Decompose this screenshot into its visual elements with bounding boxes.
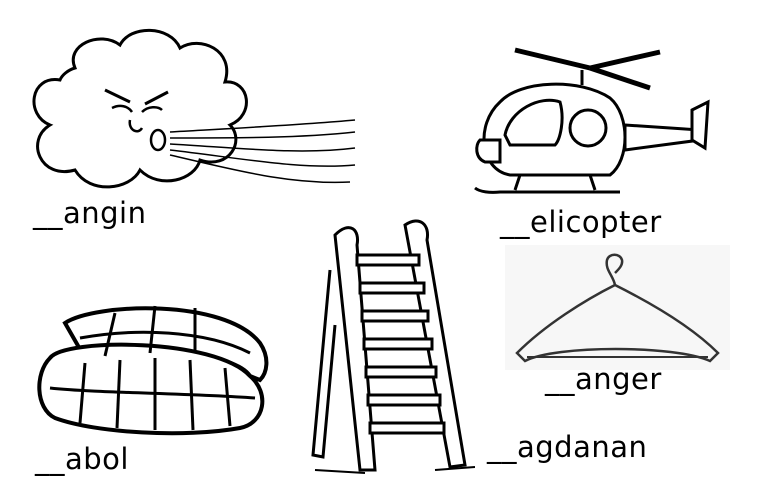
word-blanket: __abol bbox=[35, 442, 129, 476]
hanger-picture bbox=[505, 245, 730, 370]
ladder-picture bbox=[305, 215, 475, 475]
helicopter-picture bbox=[460, 40, 720, 205]
word-helicopter: __elicopter bbox=[500, 205, 662, 239]
word-wind: __angin bbox=[33, 196, 147, 230]
word-hanger: __anger bbox=[545, 362, 662, 396]
blanket-picture bbox=[35, 298, 275, 438]
wind-cloud-picture bbox=[20, 20, 360, 200]
word-ladder: __agdanan bbox=[487, 430, 648, 464]
